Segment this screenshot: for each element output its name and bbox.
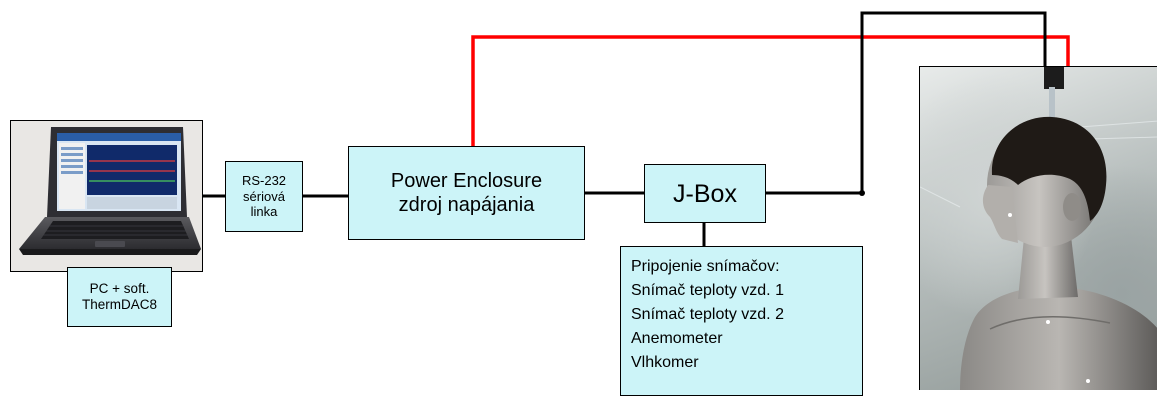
thermal-manikin-photo <box>919 66 1157 390</box>
rs232-line1: RS-232 <box>241 173 287 189</box>
wire-jbox-manikin <box>766 11 1047 195</box>
pc-software-label: PC + soft. ThermDAC8 <box>67 267 172 327</box>
pc-label-line1: PC + soft. <box>89 280 150 296</box>
wire-power-manikin <box>471 35 1070 146</box>
power-line2: zdroj napájania <box>398 194 535 216</box>
sensor-connection-box: Pripojenie snímačov: Snímač teploty vzd.… <box>620 246 863 396</box>
pc-label-line2: ThermDAC8 <box>81 297 157 312</box>
rs232-serial-link-box: RS-232 sériová linka <box>225 161 303 232</box>
jbox-label: J-Box <box>673 179 737 208</box>
wire-junction <box>859 190 865 196</box>
sensor-item: Snímač teploty vzd. 2 <box>631 306 784 323</box>
power-enclosure-box: Power Enclosure zdroj napájania <box>348 146 585 240</box>
rs232-line3: linka <box>250 204 278 220</box>
sensor-item: Anemometer <box>631 330 723 347</box>
laptop-photo <box>10 120 203 272</box>
laptop-icon <box>19 127 201 255</box>
sensor-item: Snímač teploty vzd. 1 <box>631 282 784 299</box>
sensor-item: Vlhkomer <box>631 354 699 371</box>
sensor-box-title: Pripojenie snímačov: <box>631 258 780 275</box>
manikin-icon <box>920 67 1157 390</box>
power-line1: Power Enclosure <box>390 170 543 192</box>
jbox-box: J-Box <box>644 164 766 223</box>
rs232-line2: sériová <box>243 188 285 204</box>
